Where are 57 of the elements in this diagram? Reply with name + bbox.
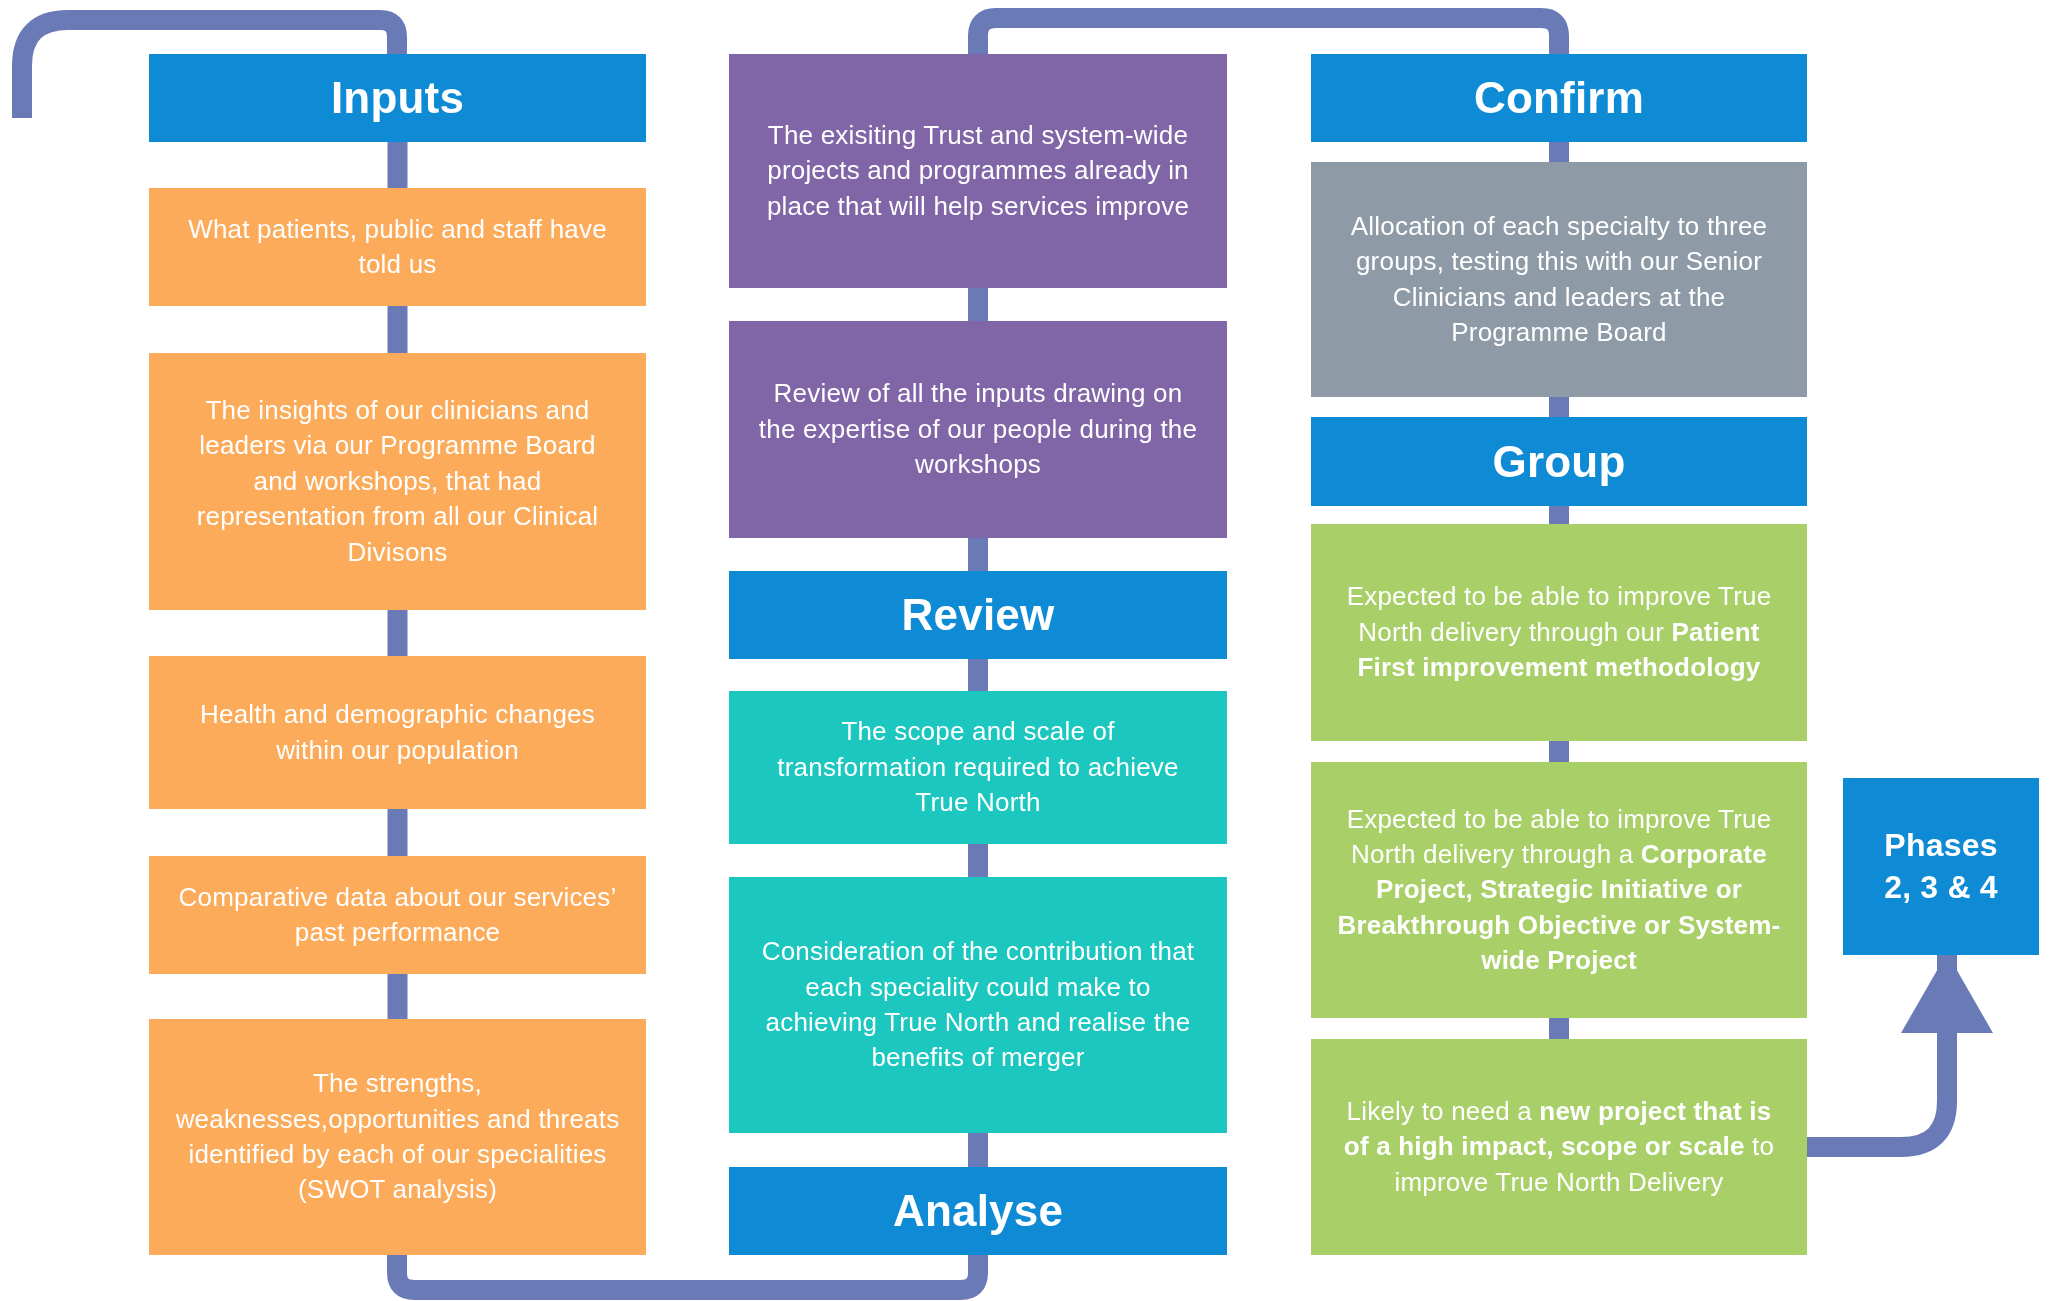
process-box — [149, 188, 646, 306]
connector-line — [968, 844, 988, 877]
box-text: Phases 2, 3 & 4 — [1883, 825, 1999, 907]
connector-line — [968, 1133, 988, 1167]
step-title: Confirm — [1473, 72, 1645, 125]
connector-line — [1549, 142, 1569, 162]
box-text: What patients, public and staff have told us — [187, 212, 608, 281]
connector-line — [1549, 741, 1569, 762]
step-header — [1311, 54, 1807, 142]
connector-line — [968, 538, 988, 571]
process-box — [1311, 162, 1807, 397]
process-box — [1311, 1039, 1807, 1255]
box-text: The exisiting Trust and system-wide projects and programmes already in place that will help services improve — [765, 118, 1191, 223]
box-text: Allocation of each specialty to three groups, testing this with our Senior Clinicians and leaders at the Programme Board — [1349, 209, 1769, 349]
connector-line — [12, 10, 407, 118]
process-box — [729, 877, 1227, 1133]
process-box — [1311, 524, 1807, 741]
connector-line — [1549, 1018, 1569, 1039]
box-text: Comparative data about our services’ past performance — [177, 880, 618, 949]
box-text: The strengths, weaknesses,opportunities and threats identified by each of our specialities (SWOT analysis) — [175, 1067, 620, 1207]
box-text: The scope and scale of transformation required to achieve True North — [776, 715, 1180, 820]
phase-box — [1843, 778, 2039, 955]
connector-line — [1549, 506, 1569, 524]
connector-line — [387, 809, 408, 856]
step-header — [149, 54, 646, 142]
box-text: Health and demographic changes within our population — [199, 698, 596, 767]
process-box — [149, 353, 646, 610]
process-box — [149, 856, 646, 974]
connector-line — [1549, 397, 1569, 417]
process-box — [1311, 762, 1807, 1018]
step-title: Review — [901, 589, 1055, 642]
connector-line — [387, 610, 408, 656]
connector-line — [387, 974, 408, 1019]
box-text: Likely to need a new project that is of a high impact, scope or scale to improve True North Delivery — [1342, 1094, 1776, 1199]
step-header — [729, 571, 1227, 659]
process-box — [729, 321, 1227, 538]
box-text: Consideration of the contribution that each speciality could make to achieving True North and realise the benefits of merger — [760, 935, 1196, 1075]
connector-line — [968, 8, 1569, 54]
process-box — [149, 1019, 646, 1255]
process-box — [729, 54, 1227, 288]
connector-line — [968, 288, 988, 321]
connector-line — [387, 1255, 988, 1300]
step-title: Analyse — [892, 1185, 1064, 1238]
arrow — [1807, 953, 1993, 1157]
process-box — [149, 656, 646, 809]
step-header — [729, 1167, 1227, 1255]
step-title: Group — [1492, 435, 1626, 488]
box-text: Review of all the inputs drawing on the expertise of our people during the workshops — [757, 377, 1199, 482]
box-text: The insights of our clinicians and leaders via our Programme Board and workshops, that had representation from all our Clinical Divisons — [195, 394, 600, 569]
step-header — [1311, 417, 1807, 506]
box-text: Expected to be able to improve True North delivery through our Patient First improvement methodology — [1345, 580, 1773, 685]
process-box — [729, 691, 1227, 844]
connector-line — [387, 142, 408, 188]
connector-line — [968, 659, 988, 691]
connector-line — [387, 306, 408, 353]
box-text: Expected to be able to improve True North delivery through a Corporate Project, Strategic Initiative or Breakthrough Objective or System-wide Project — [1337, 802, 1781, 978]
step-title: Inputs — [330, 72, 465, 125]
